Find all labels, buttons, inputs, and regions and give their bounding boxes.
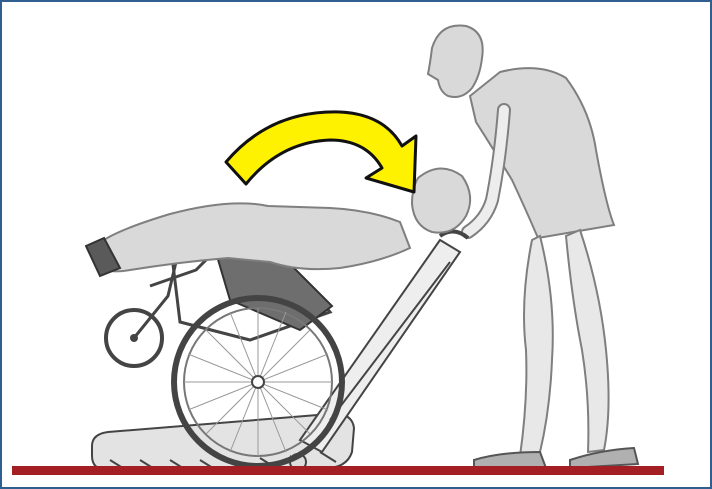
wheelchair-rear-wheel-hub xyxy=(252,376,264,388)
floor-line xyxy=(12,466,664,475)
patient-head xyxy=(412,168,470,232)
attendant-legs xyxy=(520,230,609,456)
attendant-figure xyxy=(428,25,638,470)
rotation-arrow-icon xyxy=(226,112,416,192)
attendant-shoe-right xyxy=(570,448,638,468)
climber-rail-outer xyxy=(300,240,460,452)
attendant-head xyxy=(428,25,483,97)
patient-body xyxy=(96,203,410,271)
climber-rail-inner xyxy=(330,262,450,420)
